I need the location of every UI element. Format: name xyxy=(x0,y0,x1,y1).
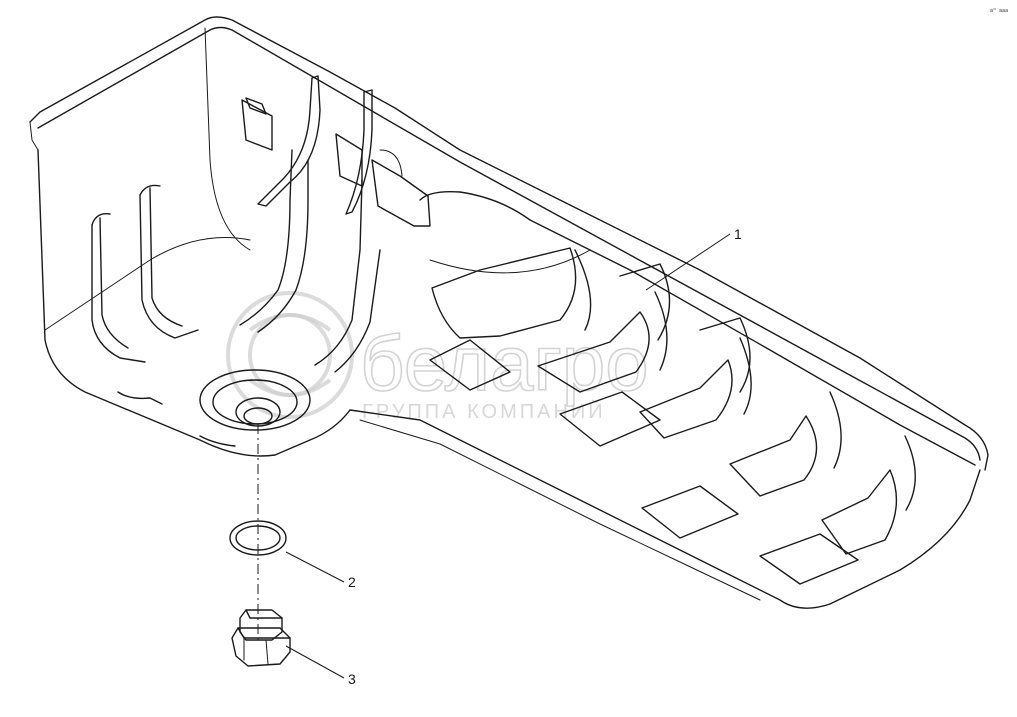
pan-bottom-edge xyxy=(349,409,981,609)
pan-side-pockets xyxy=(429,247,898,585)
callout-3[interactable]: 3 xyxy=(285,645,356,687)
callout-2[interactable]: 2 xyxy=(285,551,356,590)
watermark-logo-icon xyxy=(226,291,354,419)
watermark: белагро ГРУППА КОМПАНИЙ xyxy=(226,291,650,423)
callout-label-3: 3 xyxy=(348,671,356,687)
oil-pan-part-1 xyxy=(29,16,989,609)
dipstick-tube-left xyxy=(257,75,321,207)
drain-plug-part-3 xyxy=(231,609,291,667)
callout-1[interactable]: 1 xyxy=(645,226,742,291)
pan-flange-outer xyxy=(29,16,989,471)
pan-left-wall xyxy=(37,149,351,457)
watermark-subtitle: ГРУППА КОМПАНИЙ xyxy=(362,399,606,423)
drain-boss xyxy=(199,369,311,431)
sealing-washer-part-2 xyxy=(229,520,287,556)
callout-label-1: 1 xyxy=(734,226,742,242)
watermark-brand: белагро xyxy=(360,319,649,407)
drawing-reference: a™ aaa xyxy=(990,8,1008,14)
callout-label-2: 2 xyxy=(348,574,356,590)
pan-flange-inner xyxy=(37,26,981,461)
